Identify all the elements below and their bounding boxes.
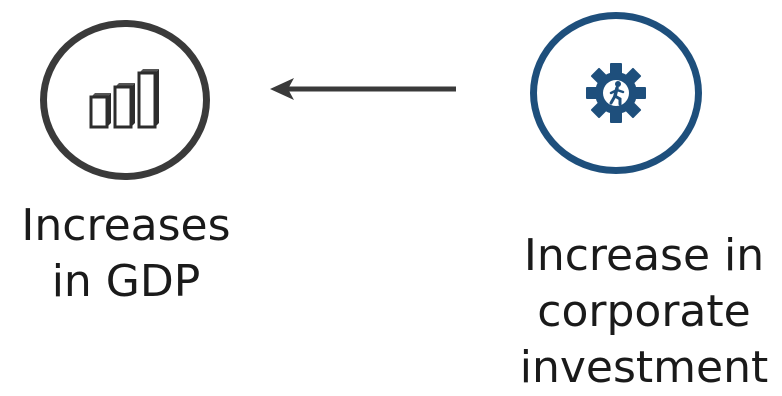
investment-label-line: Increase in (523, 230, 765, 281)
investment-label-line: investment (519, 342, 769, 393)
gear-person-icon (586, 63, 646, 123)
investment-label: Increase in corporate investment (506, 228, 782, 396)
gdp-label-line: in GDP (51, 256, 201, 307)
investment-label-line: corporate (537, 286, 751, 337)
flow-arrow (270, 78, 456, 100)
gdp-label-line: Increases (21, 200, 231, 251)
gdp-label: Increases in GDP (0, 198, 252, 310)
bar-chart-icon (89, 69, 159, 129)
investment-node-circle (530, 12, 702, 174)
gdp-node-circle (40, 20, 210, 180)
